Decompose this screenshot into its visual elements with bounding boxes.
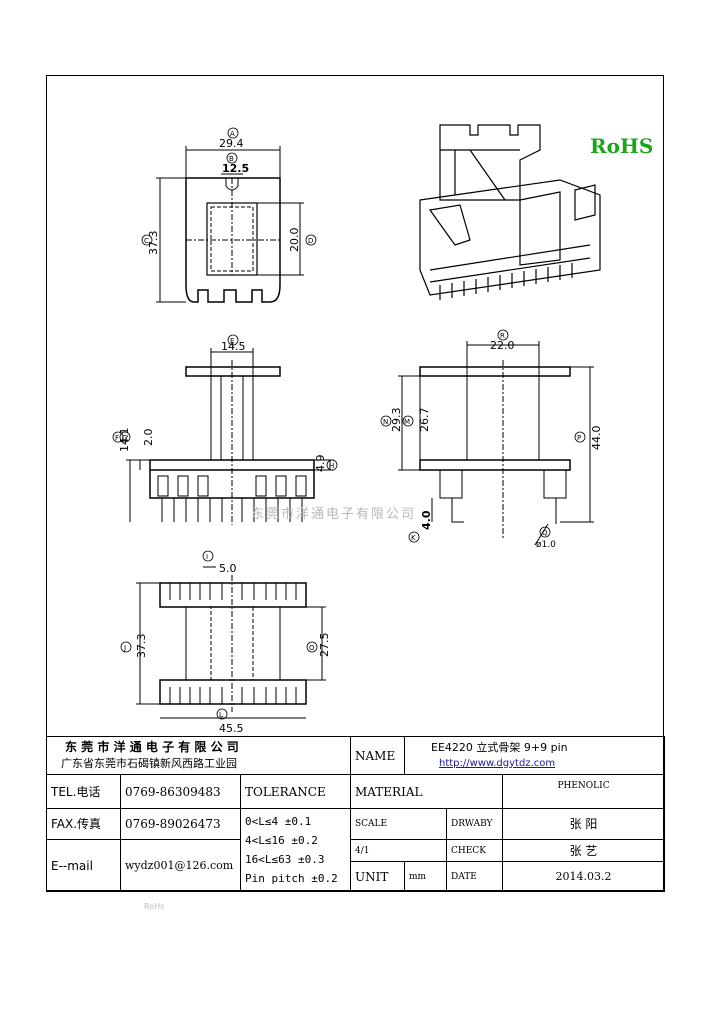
marker-b: B [229,155,234,163]
dim-j: 37.3 [135,634,148,659]
date-label: DATE [446,861,503,892]
marker-c: C [144,237,149,245]
tolerance-table: 0<L≤4 ±0.1 4<L≤16 ±0.2 16<L≤63 ±0.3 Pin … [240,808,351,892]
bottom-slots [169,583,297,704]
company-name: 东 莞 市 洋 通 电 子 有 限 公 司 [65,740,239,754]
material-label: MATERIAL [350,774,503,809]
front-pins [157,475,307,522]
marker-n: N [383,418,388,426]
marker-k: K [411,534,416,542]
email-label: E--mail [46,839,121,892]
dim-r: 22.0 [490,339,515,352]
marker-r: R [500,332,505,340]
check-value: 张 艺 [501,839,666,862]
tolerance-line: 4<L≤16 ±0.2 [245,834,318,847]
tel-value: 0769-86309483 [120,774,241,809]
name-cell: EE4220 立式骨架 9+9 pin http://www.dgytdz.co… [403,736,666,775]
dim-m: 26.7 [418,408,431,433]
company-address: 广东省东莞市石碣镇新风西路工业园 [61,757,237,770]
tolerance-label: TOLERANCE [240,774,351,809]
marker-i: I [206,553,208,561]
website-link[interactable]: http://www.dgytdz.com [439,757,556,769]
scale-label: SCALE [350,808,447,840]
marker-g: G [122,434,127,442]
dim-n: 29.3 [390,408,403,433]
tolerance-line: Pin pitch ±0.2 [245,872,338,885]
dim-q: ø1.0 [536,540,556,550]
technical-drawing: 29.4 12.5 37.3 20.0 14.5 14.1 2.0 4.9 22… [112,124,603,735]
marker-l: L [219,711,223,719]
company-cell: 东 莞 市 洋 通 电 子 有 限 公 司 广东省东莞市石碣镇新风西路工业园 [46,736,351,775]
watermark: 东莞市洋通电子有限公司 [251,507,417,522]
dim-e: 14.5 [221,340,246,353]
scale-value: 4/1 [350,839,447,862]
dim-i: 5.0 [219,562,237,575]
tolerance-line: 0<L≤4 ±0.1 [245,815,312,828]
date-value: 2014.03.2 [501,861,666,892]
material-value: PHENOLIC [501,774,666,809]
marker-e: E [230,337,234,345]
part-name: EE4220 立式骨架 9+9 pin [431,740,568,754]
marker-f: F [115,434,119,442]
stray-mark: RoHs [144,902,165,911]
unit-value: mm [404,861,447,892]
dim-f: 14.1 [118,428,131,453]
marker-j: J [123,644,126,652]
dim-d: 20.0 [288,228,301,253]
marker-d: D [308,237,313,245]
dim-g: 2.0 [142,429,155,447]
iso-pins [439,263,573,300]
dim-a: 29.4 [219,137,244,150]
dim-p: 44.0 [590,426,603,451]
dim-c: 37.3 [147,231,160,256]
marker-a: A [230,130,235,138]
drawby-label: DRWABY [446,808,503,840]
bottom-view [136,566,326,719]
name-label: NAME [350,736,405,775]
marker-o: O [309,644,315,652]
fax-value: 0769-89026473 [120,808,241,840]
rohs-badge: RoHS [590,134,654,158]
front-view [126,348,334,525]
dim-o: 27.5 [318,633,331,658]
tolerance-line: 16<L≤63 ±0.3 [245,853,325,866]
tel-label: TEL.电话 [46,774,121,809]
dim-k: 4.0 [420,510,433,530]
dim-l: 45.5 [219,722,244,735]
check-label: CHECK [446,839,503,862]
email-value: wydz001@126.com [120,839,241,892]
fax-label: FAX.传真 [46,808,121,840]
dim-b: 12.5 [222,162,249,175]
unit-label: UNIT [350,861,405,892]
top-view [156,146,304,303]
dim-h: 4.9 [314,455,327,473]
marker-h: H [329,462,334,470]
title-block: 东 莞 市 洋 通 电 子 有 限 公 司 广东省东莞市石碣镇新风西路工业园 N… [46,736,666,892]
marker-m: M [404,418,410,426]
isometric-view [419,124,601,300]
marker-q: Q [542,529,548,537]
drawby-value: 张 阳 [501,808,666,840]
marker-p: P [577,434,581,442]
side-view [398,341,594,546]
